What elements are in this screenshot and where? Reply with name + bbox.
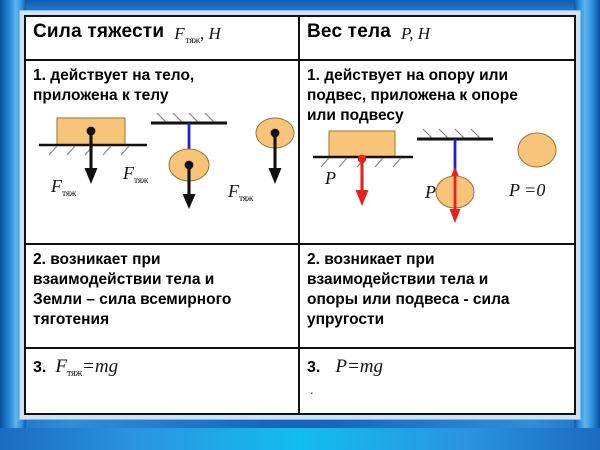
symbol-P: P xyxy=(401,24,410,43)
weight-arrow-head-down xyxy=(449,209,461,224)
diagram-ball-on-thread-weight: P xyxy=(405,124,521,228)
row1-cell-weight: 1. действует на опору или подвес, прилож… xyxy=(300,61,574,243)
symbol-P-unit: , Н xyxy=(409,24,430,43)
diagram-ball-on-thread-gravity: Fтяж xyxy=(123,109,253,213)
formula-symbol-F-subscript: тяж xyxy=(66,368,83,379)
formula-number-left: 3. xyxy=(33,359,47,376)
gravity-arrow-head xyxy=(182,194,196,210)
svg-ball-on-thread xyxy=(151,112,227,210)
svg-ball-thread-weight xyxy=(417,128,493,224)
row1-weight-diagrams: P xyxy=(307,128,567,224)
svg-block-weight xyxy=(313,130,413,207)
column-title-gravity: Сила тяжести xyxy=(33,21,165,42)
formula-expression-left: Fтяж=mg xyxy=(55,356,118,379)
label-weight-1: P xyxy=(325,168,336,189)
frame-bottom-edge xyxy=(0,428,600,450)
svg-free-ball xyxy=(517,132,557,168)
table-row: 3. Fтяж=mg 3. P=mg . xyxy=(26,347,574,413)
ceiling-hatching xyxy=(422,128,481,139)
row1-cell-gravity: 1. действует на тело, приложена к телу xyxy=(26,61,300,243)
column-symbol-gravity: Fтяж, Н xyxy=(174,24,221,46)
label-weight-zero: P =0 xyxy=(509,180,546,201)
table-row: 1. действует на тело, приложена к телу xyxy=(26,59,574,243)
formula-rest-right: =mg xyxy=(346,356,383,377)
svg-free-falling-ball xyxy=(255,117,295,185)
row1-weight-text: 1. действует на опору или подвес, прилож… xyxy=(307,67,518,125)
diagram-free-falling-ball-gravity: Fтяж xyxy=(228,115,298,207)
row3-cell-gravity: 3. Fтяж=mg xyxy=(26,349,300,413)
symbol-F-unit: , Н xyxy=(199,24,221,43)
header-cell-gravity: Сила тяжести Fтяж, Н xyxy=(26,17,300,59)
gravity-arrow-head xyxy=(268,168,282,185)
diagram-free-ball-weightless: P =0 xyxy=(503,130,573,200)
formula-number-right: 3. xyxy=(307,359,321,376)
gravity-arrow-head xyxy=(84,168,98,185)
column-title-weight: Вес тела xyxy=(307,21,391,42)
header-cell-weight: Вес тела P, Н xyxy=(300,17,574,59)
formula-gravity: 3. Fтяж=mg xyxy=(33,353,291,379)
diagram-block-on-support-weight: P xyxy=(309,128,421,218)
row1-gravity-text: 1. действует на тело, приложена к телу xyxy=(33,67,195,105)
body-block xyxy=(328,130,396,158)
column-symbol-weight: P, Н xyxy=(401,24,430,44)
formula-weight: 3. P=mg xyxy=(307,353,567,378)
body-ball xyxy=(517,132,557,168)
weight-arrow-head xyxy=(355,190,369,207)
diagram-block-on-support-gravity: Fтяж xyxy=(35,114,153,206)
label-force-gravity-1: Fтяж xyxy=(51,176,77,200)
table-header-row: Сила тяжести Fтяж, Н Вес тела P, Н xyxy=(26,17,574,59)
row2-weight-text: 2. возникает при взаимодействии тела и о… xyxy=(307,251,510,328)
table-row: 2. возникает при взаимодействии тела и З… xyxy=(26,243,574,347)
symbol-F-subscript: тяж xyxy=(185,35,201,46)
symbol-F: F xyxy=(174,24,185,43)
formula-expression-right: P=mg xyxy=(329,356,383,378)
trailing-dot-mark: . xyxy=(310,382,314,397)
application-point-dot xyxy=(86,126,96,136)
row2-gravity-text: 2. возникает при взаимодействии тела и З… xyxy=(33,251,232,328)
formula-rest-left: =mg xyxy=(82,356,119,377)
row1-gravity-diagrams: Fтяж xyxy=(33,109,295,230)
support-hatching xyxy=(48,145,130,156)
formula-symbol-F: F xyxy=(55,356,67,377)
comparison-table: Сила тяжести Fтяж, Н Вес тела P, Н xyxy=(24,15,576,415)
label-force-gravity-2: Fтяж xyxy=(123,163,149,187)
svg-block-on-support xyxy=(39,117,147,185)
label-force-gravity-3: Fтяж xyxy=(228,181,254,205)
formula-symbol-P: P xyxy=(335,356,347,377)
row2-cell-weight: 2. возникает при взаимодействии тела и о… xyxy=(300,245,574,347)
ceiling-hatching xyxy=(156,112,215,123)
row2-cell-gravity: 2. возникает при взаимодействии тела и З… xyxy=(26,245,300,347)
label-weight-2: P xyxy=(425,182,436,203)
row3-cell-weight: 3. P=mg . xyxy=(300,349,574,413)
